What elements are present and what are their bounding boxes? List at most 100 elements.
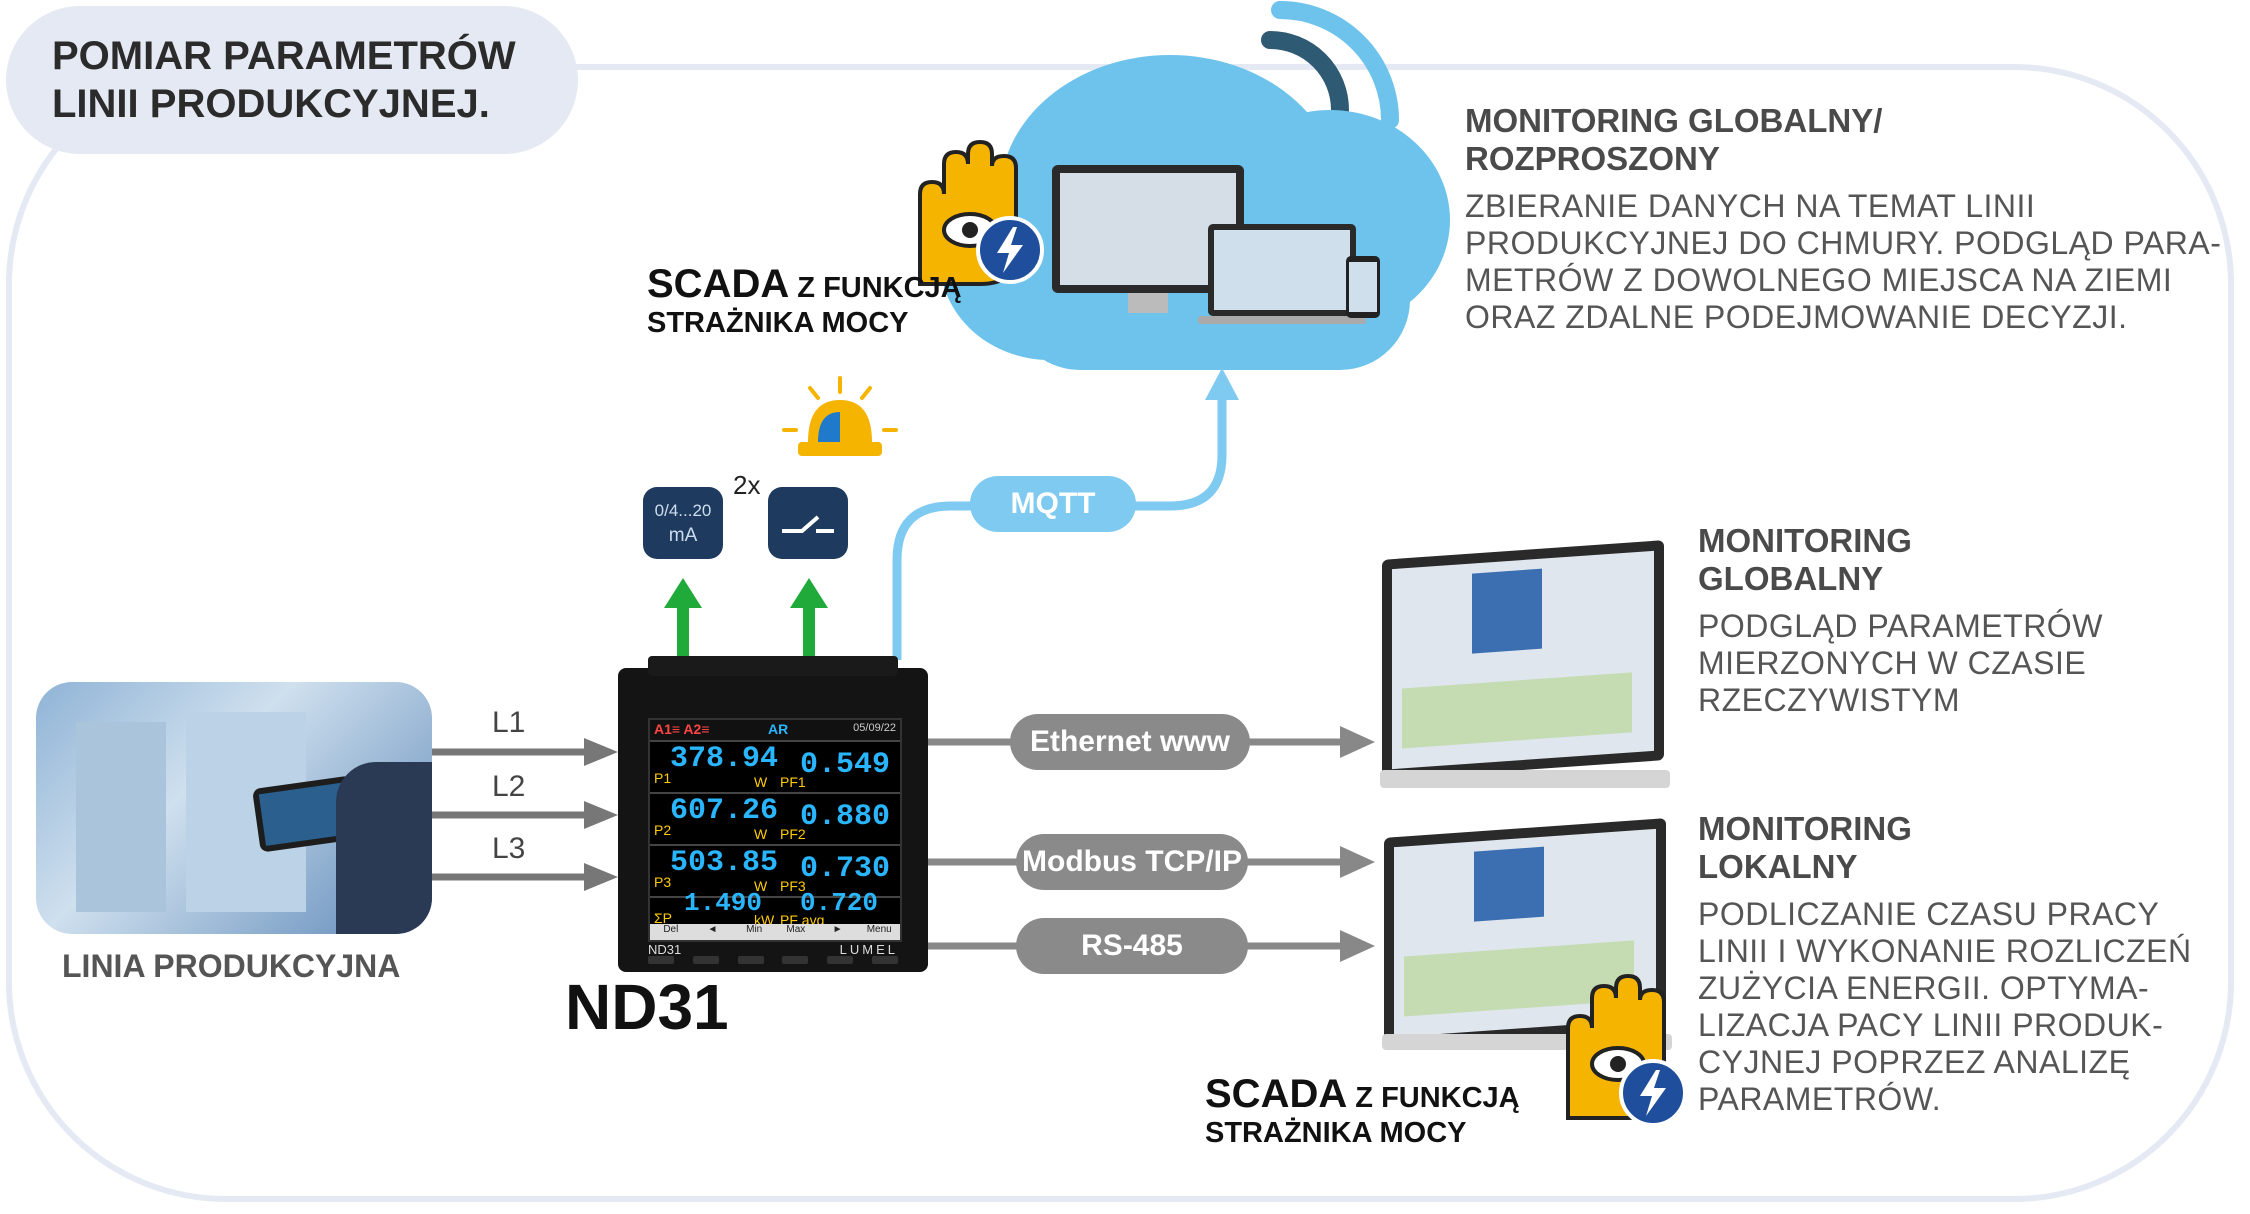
- local-desc-line: CYJNEJ POPRZEZ ANALIZĘ: [1698, 1044, 2131, 1080]
- phase-label-l3: L3: [492, 832, 526, 865]
- lcd-label: PF1: [780, 774, 806, 790]
- modbus-label: Modbus TCP/IP: [1016, 834, 1248, 890]
- lcd-label: P3: [654, 874, 672, 890]
- title-line-2: LINII PRODUKCYJNEJ.: [52, 82, 490, 126]
- device-button[interactable]: [692, 956, 719, 964]
- lcd-unit: W: [754, 826, 768, 842]
- mqtt-arrowhead: [1205, 368, 1239, 400]
- global-heading-2: GLOBALNY: [1698, 560, 1884, 597]
- lcd-label: P1: [654, 770, 672, 786]
- rs485-label: RS-485: [1016, 918, 1248, 974]
- global-distributed-block: MONITORING GLOBALNY/ ROZPROSZONY ZBIERAN…: [1465, 102, 2221, 336]
- softkey-label: Del: [663, 924, 679, 935]
- softkey-label: ►: [832, 924, 843, 935]
- diagram-title: POMIAR PARAMETRÓW LINII PRODUKCYJNEJ.: [52, 32, 516, 128]
- device-button[interactable]: [648, 956, 674, 964]
- lcd-label: P2: [654, 822, 672, 838]
- scada-subtitle-2: STRAŻNIKA MOCY: [1205, 1117, 1467, 1149]
- scada-title: SCADA: [647, 262, 790, 306]
- local-desc-line: LIZACJA PACY LINII PRODUK-: [1698, 1007, 2164, 1043]
- cloud-phone: [1346, 256, 1380, 318]
- lcd-row: ΣP 1.490 kW PF avg 0.720: [650, 888, 900, 928]
- global-block: MONITORING GLOBALNY PODGLĄD PARAMETRÓW M…: [1698, 522, 2103, 719]
- scada-label-top: SCADA Z FUNKCJĄ STRAŻNIKA MOCY: [647, 262, 962, 340]
- global-dist-desc-line: ZBIERANIE DANYCH NA TEMAT LINII: [1465, 188, 2036, 224]
- analog-output-range: 0/4...20: [654, 501, 712, 520]
- lcd-softkey-bar: Del ◄ Min Max ► Menu: [650, 924, 900, 940]
- lcd-date: 05/09/22: [853, 722, 896, 734]
- relay-switch-icon: [782, 515, 834, 533]
- cloud-monitor-stand: [1128, 293, 1168, 313]
- global-dist-desc-line: PRODUKCYJNEJ DO CHMURY. PODGLĄD PARA-: [1465, 225, 2222, 261]
- phase-label-l2: L2: [492, 770, 526, 803]
- alarm-beacon-icon: [782, 376, 898, 456]
- device-panel-label: ND31: [648, 942, 682, 957]
- lcd-value: 1.490: [684, 888, 763, 918]
- production-line-label: LINIA PRODUKCYJNA: [62, 948, 401, 984]
- global-dist-desc-line: METRÓW Z DOWOLNEGO MIEJSCA NA ZIEMI: [1465, 262, 2173, 298]
- lcd-value: 0.549: [800, 748, 891, 782]
- scada-subtitle-1: Z FUNKCJĄ: [1347, 1082, 1520, 1114]
- analog-output-icon: 0/4...20 mA: [643, 487, 723, 559]
- device-name-label: ND31: [565, 971, 729, 1043]
- softkey-label: ◄: [707, 924, 718, 935]
- local-block: MONITORING LOKALNY PODLICZANIE CZASU PRA…: [1698, 810, 2192, 1118]
- title-line-1: POMIAR PARAMETRÓW: [52, 34, 516, 78]
- lcd-value: 0.880: [800, 800, 891, 834]
- device-buttons: [648, 956, 898, 966]
- local-desc-line: LINII I WYKONANIE ROZLICZEŃ: [1698, 933, 2192, 969]
- lcd-value: 378.94: [670, 742, 779, 776]
- local-heading-1: MONITORING: [1698, 810, 1912, 847]
- cloud-laptop-base: [1198, 316, 1366, 324]
- global-desc-line: PODGLĄD PARAMETRÓW: [1698, 608, 2103, 644]
- lcd-unit: W: [754, 878, 768, 894]
- phase-label-l1: L1: [492, 706, 526, 739]
- local-desc-line: PARAMETRÓW.: [1698, 1081, 1942, 1117]
- scada-title: SCADA: [1205, 1072, 1348, 1116]
- device-lcd: A1≡ A2≡ AR 05/09/22 P1 378.94 W PF1 0.54…: [648, 718, 902, 942]
- global-monitor-base: [1380, 770, 1670, 788]
- lcd-row: P1 378.94 W PF1 0.549: [650, 740, 900, 794]
- global-dist-heading-2: ROZPROSZONY: [1465, 140, 1720, 177]
- scada-subtitle-2: STRAŻNIKA MOCY: [647, 307, 909, 339]
- lcd-unit: W: [754, 774, 768, 790]
- lcd-row: P2 607.26 W PF2 0.880: [650, 792, 900, 846]
- lcd-alarm-indicators: A1≡ A2≡: [654, 721, 710, 737]
- lcd-mode: AR: [768, 721, 789, 737]
- device-button[interactable]: [871, 956, 898, 964]
- softkey-label: Menu: [866, 924, 892, 935]
- global-dist-heading-1: MONITORING GLOBALNY/: [1465, 102, 1883, 139]
- device-button[interactable]: [782, 956, 809, 964]
- local-heading-2: LOKALNY: [1698, 848, 1858, 885]
- lightning-icon: [1619, 1059, 1687, 1127]
- global-heading-1: MONITORING: [1698, 522, 1912, 559]
- relay-output-box: [768, 487, 848, 559]
- device-button[interactable]: [827, 956, 854, 964]
- device-brand: LUMEL: [839, 942, 898, 957]
- device-button[interactable]: [737, 956, 764, 964]
- global-desc-line: MIERZONYCH W CZASIE: [1698, 645, 2087, 681]
- ethernet-label: Ethernet www: [1010, 714, 1250, 770]
- softkey-label: Max: [786, 924, 806, 935]
- cloud-laptop: [1208, 224, 1356, 316]
- nd31-device: A1≡ A2≡ AR 05/09/22 P1 378.94 W PF1 0.54…: [618, 656, 928, 972]
- global-dist-desc-line: ORAZ ZDALNE PODEJMOWANIE DECYZJI.: [1465, 299, 2128, 335]
- scada-label-bottom: SCADA Z FUNKCJĄ STRAŻNIKA MOCY: [1205, 1072, 1520, 1150]
- phase-input-lines: [432, 738, 618, 891]
- relay-multiplier: 2x: [733, 470, 761, 500]
- lcd-value: 503.85: [670, 846, 779, 880]
- local-desc-line: ZUŻYCIA ENERGII. OPTYMA-: [1698, 970, 2150, 1006]
- wifi-signal-icon: [1261, 1, 1399, 129]
- global-monitor: [1382, 540, 1664, 780]
- lcd-label: PF3: [780, 878, 806, 894]
- lcd-value: 0.730: [800, 852, 891, 886]
- lightning-icon: [976, 216, 1044, 284]
- green-output-arrows: [664, 578, 828, 662]
- lcd-value: 0.720: [800, 888, 879, 918]
- lcd-label: PF2: [780, 826, 806, 842]
- title-pill: [6, 6, 578, 154]
- lcd-label: ΣP: [654, 910, 672, 926]
- mqtt-label: MQTT: [970, 476, 1136, 532]
- production-line-photo: [36, 682, 432, 934]
- lcd-row: P3 503.85 W PF3 0.730: [650, 844, 900, 898]
